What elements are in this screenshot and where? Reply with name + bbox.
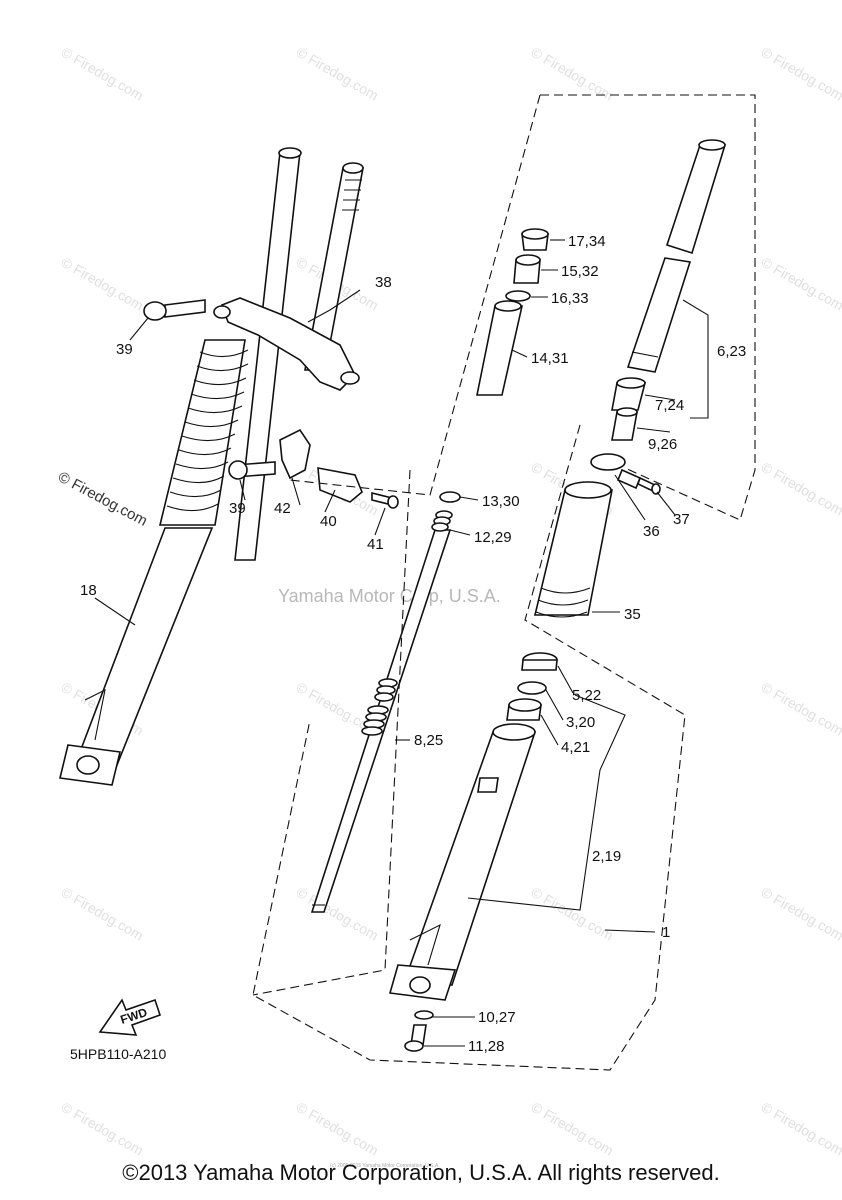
inner-tube-6-upper bbox=[665, 144, 727, 255]
callout-14: 14,31 bbox=[531, 350, 569, 367]
callout-39-lower: 39 bbox=[229, 500, 246, 517]
damper-rod-assembly bbox=[310, 228, 549, 913]
clamp-36-tab bbox=[616, 468, 642, 490]
tube-top-cap bbox=[278, 147, 302, 159]
diagram-code: 5HPB110-A210 bbox=[70, 1046, 166, 1062]
group-box-top bbox=[540, 94, 756, 521]
bolt-39-head bbox=[143, 301, 167, 321]
watermark: © Firedog.com bbox=[759, 254, 842, 314]
yamaha-watermark: Yamaha Motor Corp, U.S.A. bbox=[278, 586, 501, 606]
fwd-arrow: FWD bbox=[98, 998, 162, 1036]
axle-hole bbox=[76, 755, 100, 775]
callout-11: 11,28 bbox=[468, 1038, 504, 1055]
callout-15: 15,32 bbox=[561, 263, 599, 280]
collar-top bbox=[494, 300, 522, 312]
clamp-42 bbox=[279, 428, 311, 480]
footer-small-text: (c) 2005-2015 Yamaha Motor Corporation, … bbox=[330, 1163, 440, 1169]
callout-38: 38 bbox=[375, 274, 392, 291]
callout-16: 16,33 bbox=[551, 290, 589, 307]
callout-35: 35 bbox=[624, 606, 641, 623]
bracket-38 bbox=[220, 297, 356, 391]
watermark: © Firedog.com bbox=[294, 884, 382, 944]
callout-4: 4,21 bbox=[561, 739, 590, 756]
bolt-39-shaft bbox=[164, 299, 206, 318]
leg-fin bbox=[84, 689, 106, 741]
boot-folds bbox=[535, 587, 591, 618]
leader-lines bbox=[94, 239, 709, 1047]
grouping-lines bbox=[252, 94, 756, 1071]
watermark: © Firedog.com bbox=[59, 254, 147, 314]
watermark: © Firedog.com bbox=[759, 44, 842, 104]
bellows-boot bbox=[158, 339, 249, 526]
group-box-top-left bbox=[289, 94, 541, 496]
callout-6: 6,23 bbox=[717, 343, 746, 360]
callout-9: 9,26 bbox=[648, 436, 677, 453]
tube-threads bbox=[342, 179, 362, 211]
inner-tube-6-lower bbox=[626, 257, 692, 373]
callout-12: 12,29 bbox=[474, 529, 512, 546]
watermark: © Firedog.com bbox=[59, 884, 147, 944]
callout-8: 8,25 bbox=[414, 732, 443, 749]
watermark: © Firedog.com bbox=[59, 44, 147, 104]
spring-12 bbox=[431, 510, 453, 532]
callout-42: 42 bbox=[274, 500, 291, 517]
group-box-mid bbox=[252, 469, 411, 996]
o-ring-16 bbox=[505, 290, 531, 302]
callout-36: 36 bbox=[643, 523, 660, 540]
callout-40: 40 bbox=[320, 513, 337, 530]
bracket-boss-left bbox=[213, 305, 231, 319]
boot-35 bbox=[533, 489, 613, 616]
watermark: © Firedog.com bbox=[294, 44, 382, 104]
callout-7: 7,24 bbox=[655, 397, 684, 414]
callout-37: 37 bbox=[673, 511, 690, 528]
copyright-footer: ©2013 Yamaha Motor Corporation, U.S.A. A… bbox=[122, 1160, 720, 1185]
outer-tube-2 bbox=[403, 731, 537, 986]
bolt-41-head bbox=[387, 495, 399, 509]
fwd-arrow-icon bbox=[98, 998, 162, 1036]
watermark: © Firedog.com bbox=[759, 884, 842, 944]
callout-5: 5,22 bbox=[572, 687, 601, 704]
outer-fin bbox=[409, 923, 441, 966]
callout-labels: 17,34 15,32 16,33 14,31 6,23 7,24 9,26 1… bbox=[80, 233, 746, 1055]
callout-41: 41 bbox=[367, 536, 384, 553]
callout-18: 18 bbox=[80, 582, 97, 599]
bolt-39-lower-head bbox=[228, 460, 248, 480]
firedog-watermark-dark: © Firedog.com bbox=[55, 469, 150, 530]
callout-3: 3,20 bbox=[566, 714, 595, 731]
callout-17: 17,34 bbox=[568, 233, 606, 250]
watermark: © Firedog.com bbox=[294, 1099, 382, 1159]
callout-39-upper: 39 bbox=[116, 341, 133, 358]
washer-13 bbox=[439, 491, 461, 503]
callout-13: 13,30 bbox=[482, 493, 520, 510]
watermark: © Firedog.com bbox=[759, 459, 842, 519]
spring-8 bbox=[361, 678, 398, 736]
watermark: © Firedog.com bbox=[59, 1099, 147, 1159]
callout-1: 1 bbox=[662, 924, 670, 941]
watermark: © Firedog.com bbox=[759, 679, 842, 739]
callout-10: 10,27 bbox=[478, 1009, 516, 1026]
right-components bbox=[388, 139, 727, 1052]
washer-10 bbox=[414, 1010, 434, 1020]
watermark: © Firedog.com bbox=[759, 1099, 842, 1159]
assembled-fork bbox=[59, 147, 399, 786]
tube-groove bbox=[631, 351, 659, 358]
tube-lug bbox=[477, 777, 499, 793]
clamp-36 bbox=[590, 453, 626, 471]
callout-2: 2,19 bbox=[592, 848, 621, 865]
watermark: © Firedog.com bbox=[529, 884, 617, 944]
lower-leg-18 bbox=[73, 527, 214, 771]
tube-top-cap-right bbox=[342, 162, 364, 174]
clip-3 bbox=[517, 681, 547, 695]
watermark: © Firedog.com bbox=[529, 1099, 617, 1159]
bracket-boss bbox=[340, 371, 360, 385]
collar-14 bbox=[476, 305, 523, 396]
group-box-main bbox=[252, 424, 686, 1071]
